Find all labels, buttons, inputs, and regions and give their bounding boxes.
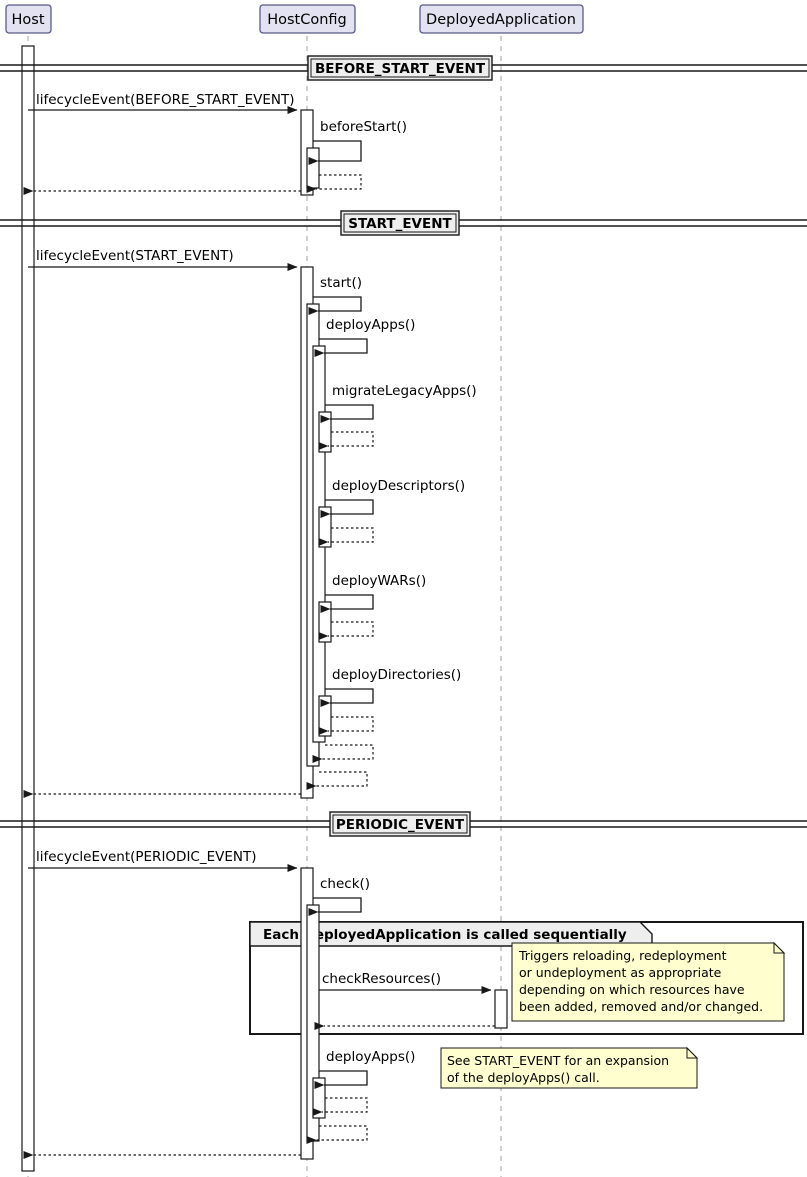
message-return-deployapps-start	[312, 744, 374, 763]
divider-start-event: START_EVENT	[340, 210, 460, 236]
message-arrow-deploydirectories	[320, 688, 374, 707]
activation-hostconfig-2-l3-migrate	[318, 411, 332, 453]
activation-deployedapplication	[494, 989, 508, 1029]
participant-hostconfig-label: HostConfig	[267, 12, 347, 28]
message-arrow-deploydescriptors	[320, 499, 374, 518]
divider-before-start-event: BEFORE_START_EVENT	[307, 55, 493, 81]
participant-deployedapplication-label: DeployedApplication	[426, 12, 576, 28]
message-label-9: deployDescriptors()	[332, 478, 465, 494]
activation-host	[21, 45, 35, 1172]
divider-lines	[0, 64, 807, 828]
divider-periodic-event: PERIODIC_EVENT	[329, 811, 471, 837]
message-return-deploydescriptors	[318, 527, 374, 546]
section-start-event: lifecycleEvent(START_EVENT) start() depl…	[23, 248, 477, 799]
activation-hostconfig-3-l2-deployapps	[312, 1077, 326, 1119]
participant-host[interactable]: Host	[5, 4, 52, 34]
message-return-migratelegacyapps	[318, 431, 374, 450]
message-label-17: lifecycleEvent(PERIODIC_EVENT)	[36, 849, 257, 865]
activation-hostconfig-1-nested	[306, 147, 320, 189]
message-label-13: deployDirectories()	[332, 667, 461, 683]
group-frame-each-deployedapplication: Each DeployedApplication is called seque…	[249, 921, 804, 1035]
group-label: Each DeployedApplication is called seque…	[263, 927, 627, 943]
message-return-deploydirectories	[318, 716, 374, 735]
activation-hostconfig-2-l3-wars	[318, 601, 332, 643]
note-check-resources-line-2: depending on which resources have	[519, 982, 745, 997]
message-label-5: start()	[320, 275, 362, 291]
message-arrow-deployapps-periodic	[314, 1070, 368, 1089]
message-return-start	[306, 771, 368, 790]
participant-hostconfig[interactable]: HostConfig	[259, 4, 356, 34]
message-return-beforestart	[306, 174, 362, 193]
message-label-7: migrateLegacyApps()	[332, 383, 477, 399]
section-periodic-event: Each DeployedApplication is called seque…	[23, 849, 804, 1160]
lifelines	[27, 36, 502, 1177]
message-return-check	[306, 1125, 368, 1144]
note-check-resources-line-1: or undeployment as appropriate	[519, 965, 722, 980]
participant-host-label: Host	[11, 12, 44, 28]
message-return-deploywars	[318, 621, 374, 640]
message-return-deployapps-periodic	[312, 1097, 368, 1116]
message-arrow-migratelegacyapps	[320, 404, 374, 423]
message-label-6: deployApps()	[326, 317, 415, 333]
divider-label-2: PERIODIC_EVENT	[336, 817, 465, 833]
message-arrow-start	[308, 296, 362, 315]
divider-label-0: BEFORE_START_EVENT	[315, 61, 486, 77]
activation-hostconfig-2-l3-descriptors	[318, 506, 332, 548]
divider-label-1: START_EVENT	[348, 216, 452, 232]
note-check-resources-line-3: been added, removed and/or changed.	[519, 999, 763, 1014]
message-label-18: check()	[320, 876, 370, 892]
message-label-19: checkResources()	[322, 971, 441, 987]
message-arrow-beforestart	[308, 140, 362, 165]
message-label-21: deployApps()	[326, 1049, 415, 1065]
note-deploy-apps-line-0: See START_EVENT for an expansion	[447, 1053, 669, 1068]
message-label-0: lifecycleEvent(BEFORE_START_EVENT)	[36, 92, 295, 108]
participant-deployedapplication[interactable]: DeployedApplication	[419, 4, 584, 34]
message-label-4: lifecycleEvent(START_EVENT)	[36, 248, 234, 264]
message-arrow-deployapps-start	[314, 338, 368, 357]
activation-hostconfig-2-l3-directories	[318, 695, 332, 737]
message-arrow-check	[308, 897, 362, 916]
message-label-11: deployWARs()	[332, 573, 426, 589]
note-deploy-apps: See START_EVENT for an expansion of the …	[440, 1046, 699, 1089]
section-before-start-event: lifecycleEvent(BEFORE_START_EVENT) befor…	[23, 92, 407, 196]
note-deploy-apps-line-1: of the deployApps() call.	[447, 1070, 600, 1085]
note-check-resources-line-0: Triggers reloading, redeployment	[518, 948, 727, 963]
message-arrow-deploywars	[320, 594, 374, 613]
note-check-resources: Triggers reloading, redeployment or unde…	[511, 941, 786, 1022]
message-label-1: beforeStart()	[320, 119, 407, 135]
